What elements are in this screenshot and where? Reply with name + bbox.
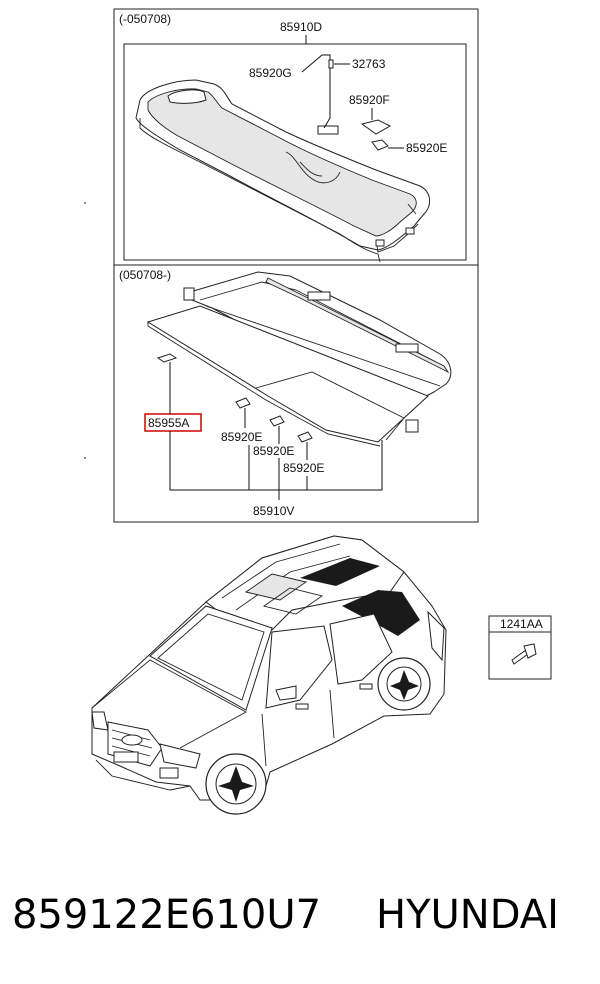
upper-variant-label: (-050708) — [119, 12, 171, 26]
assembly-bracket — [169, 431, 383, 491]
label-32763: 32763 — [352, 57, 386, 71]
fastener-box-frame — [488, 615, 552, 680]
clip-32763 — [328, 59, 334, 69]
side-glass-dark — [342, 590, 420, 636]
footer-brand: HYUNDAI — [376, 892, 559, 938]
footer-part-number: 859122E610U7 — [12, 892, 321, 938]
label-85920E-3: 85920E — [283, 461, 324, 475]
front-wheel-spokes — [218, 766, 254, 802]
tray-hook — [375, 239, 385, 247]
label-85920E-upper: 85920E — [406, 141, 447, 155]
housing-end-right — [405, 419, 419, 433]
label-85920G: 85920G — [249, 66, 292, 80]
screw-head — [523, 643, 537, 659]
clip-85920E-upper — [371, 139, 389, 151]
lower-panel: (050708-) 85955A 85920E 85920E — [113, 264, 479, 523]
cargo-cover-drawing — [146, 271, 452, 447]
fastener-code: 1241AA — [500, 617, 543, 631]
fastener-box: 1241AA — [488, 615, 552, 680]
highlight-box-85955A — [144, 413, 202, 432]
label-85920F: 85920F — [349, 93, 390, 107]
rear-wheel-spokes — [390, 670, 419, 700]
label-85920E-2: 85920E — [253, 444, 294, 458]
label-85955A: 85955A — [148, 416, 189, 430]
housing-end-left — [183, 287, 195, 301]
upper-assembly-code: 85910D — [280, 20, 322, 34]
leader-85920G — [301, 54, 323, 73]
vehicle-illustration — [91, 535, 447, 815]
clip-85920E-3 — [297, 431, 313, 443]
clip-85920E-1 — [235, 397, 251, 409]
bracket-85920F — [360, 119, 392, 135]
tray-hook-2 — [405, 227, 415, 235]
lower-variant-label: (050708-) — [119, 268, 171, 282]
label-85920E-1: 85920E — [221, 430, 262, 444]
luggage-tray-drawing — [135, 79, 430, 263]
part-85955A — [156, 353, 178, 363]
strap-85920G — [322, 54, 331, 129]
upper-panel: (-050708) 85910D 85920G 32763 85920F — [113, 8, 479, 266]
housing-handle — [307, 291, 331, 301]
tray-bracket — [317, 125, 339, 135]
housing-handle-2 — [395, 343, 419, 353]
upper-inner-frame — [123, 43, 467, 261]
clip-85920E-2 — [269, 415, 285, 427]
rear-glass-dark — [300, 558, 380, 586]
lower-assembly-code: 85910V — [253, 504, 294, 518]
lower-panel-frame — [113, 264, 479, 523]
